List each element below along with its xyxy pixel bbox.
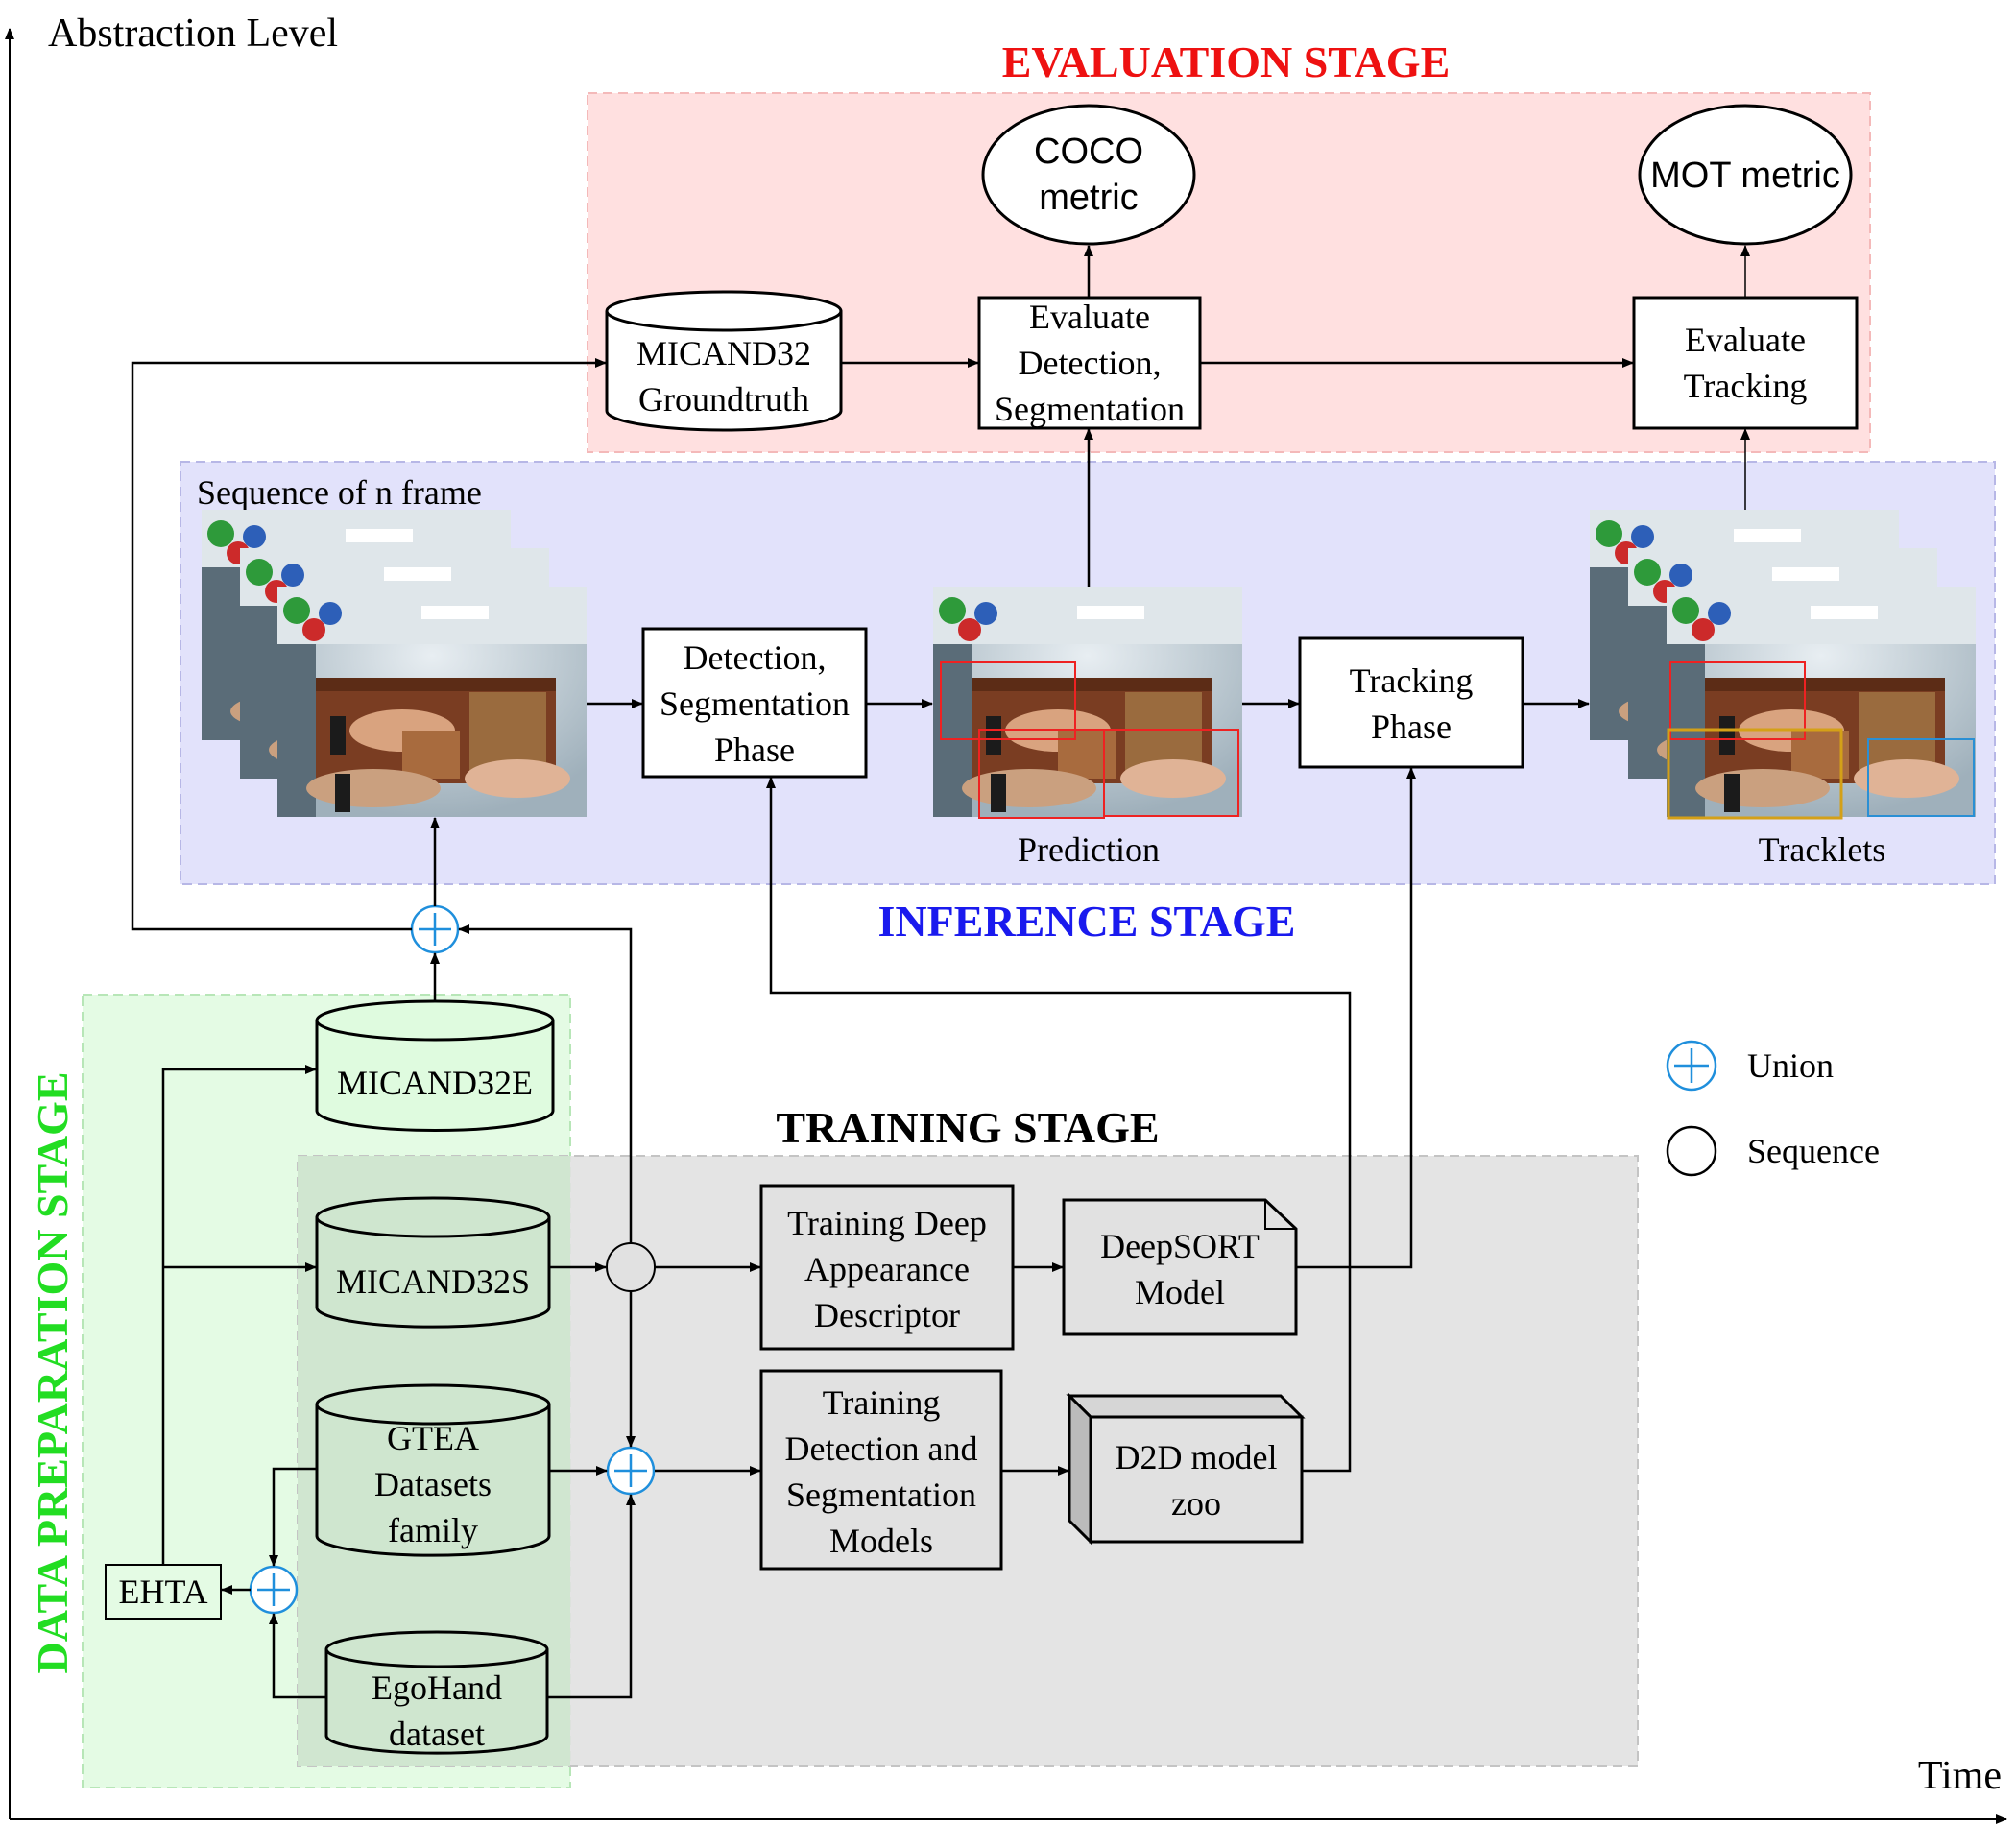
train-detection-line3: Segmentation [786, 1476, 976, 1514]
union-symbol-ehta [249, 1565, 299, 1615]
detection-phase-line2: Segmentation [660, 684, 850, 723]
legend-sequence-label: Sequence [1747, 1132, 1880, 1170]
ehta-label: EHTA [118, 1572, 207, 1611]
x-axis-label: Time [1918, 1754, 2002, 1798]
tracking-phase-box: Tracking Phase [1298, 636, 1524, 769]
prediction-label: Prediction [1018, 830, 1160, 869]
gtea-line1: GTEA [387, 1419, 479, 1457]
train-detection-box: Training Detection and Segmentation Mode… [759, 1369, 1003, 1571]
detection-phase-box: Detection, Segmentation Phase [641, 627, 868, 779]
mot-metric-ellipse: MOT metric [1638, 104, 1853, 246]
deepsort-line2: Model [1135, 1273, 1225, 1311]
train-appearance-line1: Training Deep [787, 1204, 987, 1242]
micand32s-database: MICAND32S [315, 1196, 551, 1329]
sequence-label: Sequence of n frame [197, 473, 482, 512]
train-detection-line2: Detection and [785, 1429, 978, 1468]
egohand-line1: EgoHand [372, 1668, 502, 1707]
gtea-line2: Datasets [374, 1465, 492, 1503]
legend: Union Sequence [1666, 1040, 1880, 1177]
train-appearance-line3: Descriptor [814, 1296, 960, 1334]
evaluation-stage-title: EVALUATION STAGE [1002, 37, 1451, 86]
coco-metric-line2: metric [1039, 178, 1138, 218]
prediction-frame [933, 587, 1242, 819]
micand32e-label: MICAND32E [337, 1064, 533, 1102]
gtea-line3: family [388, 1511, 478, 1549]
evaluate-detection-box: Evaluate Detection, Segmentation [977, 296, 1202, 430]
d2d-zoo-cube: D2D model zoo [1066, 1392, 1306, 1546]
sequence-node [606, 1242, 656, 1292]
legend-union-label: Union [1747, 1046, 1834, 1085]
deepsort-model-document: DeepSORT Model [1062, 1198, 1298, 1336]
egohand-line2: dataset [389, 1715, 485, 1753]
train-appearance-line2: Appearance [804, 1250, 970, 1288]
y-axis-label: Abstraction Level [48, 12, 338, 56]
d2d-line1: D2D model [1116, 1438, 1278, 1476]
evaluate-detection-line3: Segmentation [995, 390, 1185, 428]
ehta-box: EHTA [105, 1564, 222, 1620]
micand32e-database: MICAND32E [315, 999, 555, 1132]
inference-stage-title: INFERENCE STAGE [878, 897, 1296, 946]
legend-union-icon [1666, 1040, 1717, 1092]
d2d-line2: zoo [1171, 1484, 1221, 1523]
data-preparation-stage-title: DATA PREPARATION STAGE [28, 1071, 77, 1673]
union-symbol-top [410, 904, 460, 954]
egohand-database: EgoHand dataset [324, 1630, 549, 1755]
deepsort-line1: DeepSORT [1100, 1227, 1260, 1265]
groundtruth-line2: Groundtruth [638, 380, 809, 419]
evaluate-detection-line1: Evaluate [1029, 298, 1150, 336]
train-appearance-box: Training Deep Appearance Descriptor [759, 1184, 1015, 1351]
evaluate-tracking-box: Evaluate Tracking [1632, 296, 1859, 430]
training-stage-title: TRAINING STAGE [776, 1103, 1159, 1152]
evaluate-detection-line2: Detection, [1019, 344, 1162, 382]
union-symbol-training [606, 1446, 656, 1496]
gtea-database: GTEA Datasets family [315, 1383, 551, 1557]
coco-metric-line1: COCO [1034, 132, 1143, 172]
tracking-phase-line2: Phase [1371, 708, 1452, 746]
groundtruth-database: MICAND32 Groundtruth [605, 290, 843, 432]
train-detection-line1: Training [823, 1383, 941, 1422]
coco-metric-ellipse: COCO metric [981, 104, 1196, 246]
tracking-phase-line1: Tracking [1350, 661, 1474, 700]
evaluate-tracking-line1: Evaluate [1685, 321, 1806, 359]
input-frame-stack [202, 510, 587, 817]
detection-phase-line1: Detection, [684, 638, 827, 677]
detection-phase-line3: Phase [714, 731, 795, 769]
micand32s-label: MICAND32S [336, 1262, 530, 1301]
groundtruth-line1: MICAND32 [636, 334, 811, 372]
connectors [131, 245, 1750, 1699]
evaluate-tracking-line2: Tracking [1684, 367, 1808, 405]
tracklets-frame-stack [1590, 510, 1976, 820]
train-detection-line4: Models [829, 1522, 933, 1560]
tracklets-label: Tracklets [1759, 830, 1886, 869]
mot-metric-label: MOT metric [1650, 156, 1840, 196]
legend-sequence-icon [1666, 1125, 1717, 1177]
